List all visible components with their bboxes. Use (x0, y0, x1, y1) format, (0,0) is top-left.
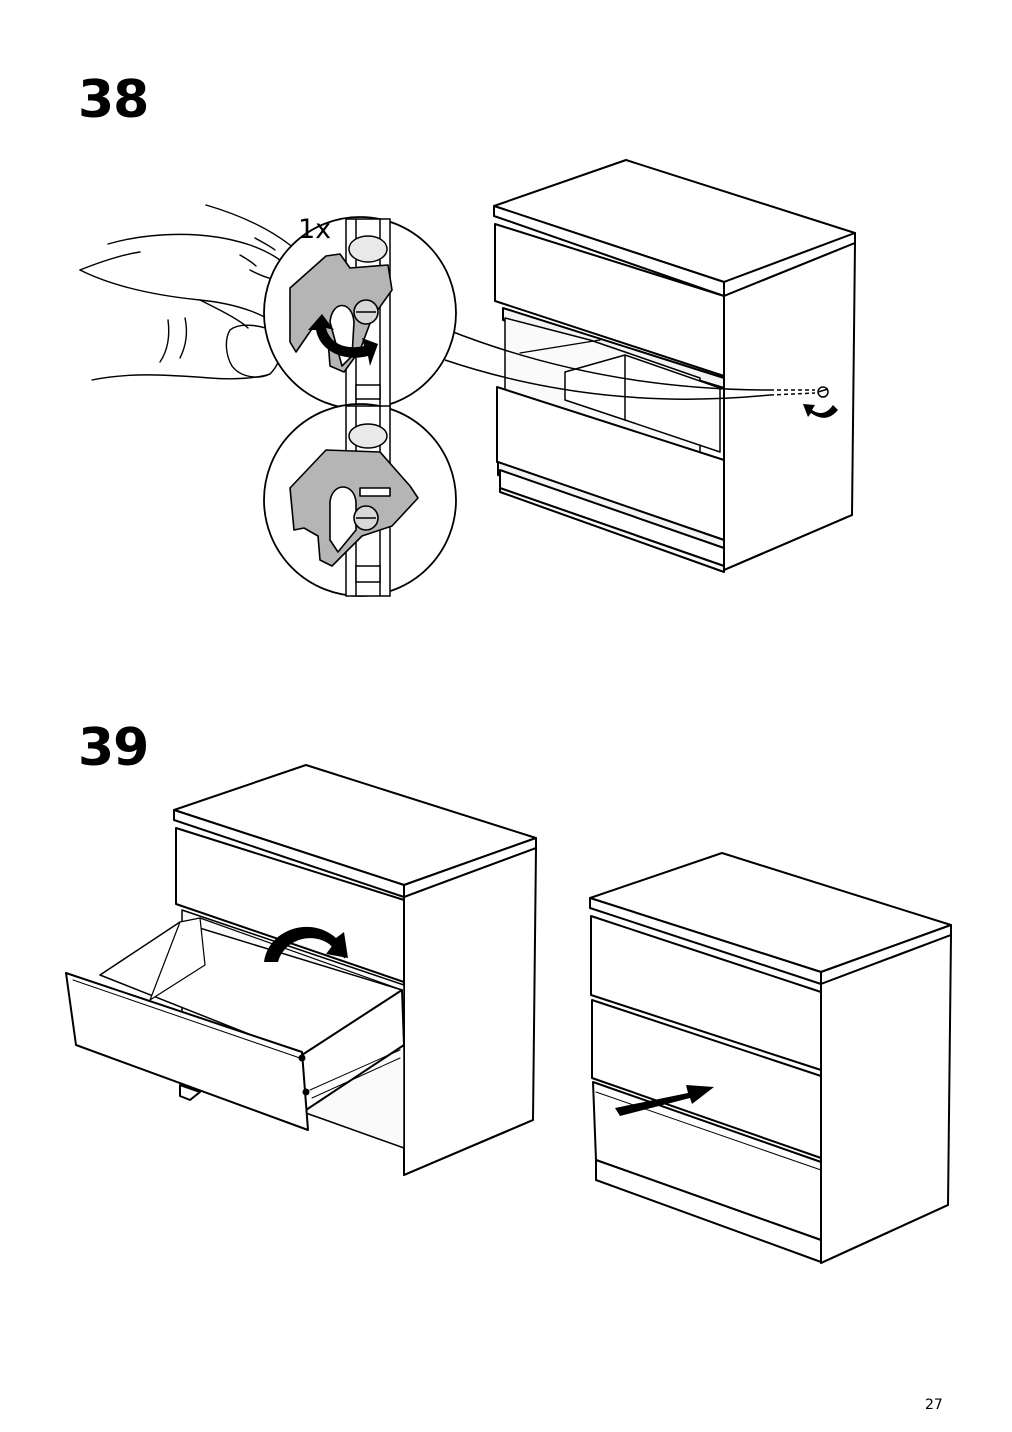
rotate-arrow-icon (803, 404, 838, 418)
dresser-step39-left (66, 765, 536, 1175)
detail-circle-unlocked (264, 217, 456, 409)
detail-circle-locked (264, 404, 456, 596)
step-number-39: 39 (78, 718, 149, 778)
clip-location-marker (818, 387, 828, 397)
quantity-label: 1x (298, 214, 332, 245)
step-number-38: 38 (78, 70, 149, 130)
push-arrow-icon (615, 1085, 714, 1116)
page-number: 27 (925, 1397, 943, 1413)
callout-leader-lines (445, 330, 815, 399)
tilt-arrow-icon (264, 926, 348, 962)
dresser-step39-right (590, 853, 951, 1263)
dresser-step38 (494, 160, 855, 572)
